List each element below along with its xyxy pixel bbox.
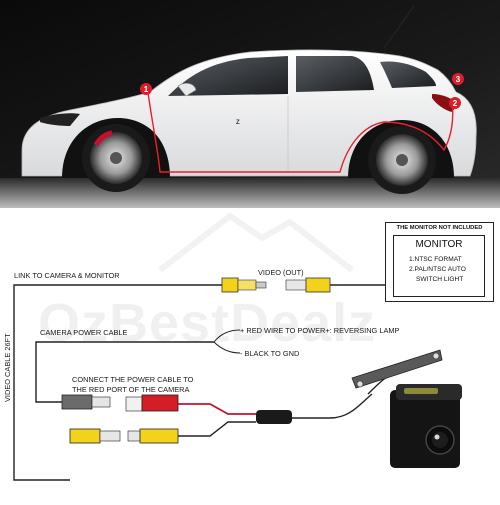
marker-3: 3 [452,73,464,85]
wiring-svg: LINK TO CAMERA & MONITOR VIDEO (OUT) CAM… [3,212,462,481]
inline-filter [256,410,292,424]
monitor-not-included-label: THE MONITOR NOT INCLUDED [396,225,483,231]
power-connector-red [125,394,179,412]
marker-1: 1 [140,83,152,95]
label-power-cable: CAMERA POWER CABLE [40,328,128,337]
label-video-cable: VIDEO CABLE 26FT [3,333,12,402]
car-photo: 1 2 3 Z [0,0,500,208]
wiring-diagram: LINK TO CAMERA & MONITOR VIDEO (OUT) CAM… [0,208,500,500]
label-connect-2: THE RED PORT OF THE CAMERA [72,385,190,394]
watermark: OzBestDealz [38,293,377,353]
svg-text:1: 1 [144,85,149,94]
label-red-wire: + RED WIRE TO POWER+: REVERSING LAMP [240,326,400,335]
monitor-spec-2: 2.PAL/NTSC AUTO [409,266,466,273]
label-black-wire: - BLACK TO GND [240,349,299,358]
power-connector-grey [61,394,111,410]
label-connect-1: CONNECT THE POWER CABLE TO [72,375,194,384]
marker-2: 2 [449,97,461,109]
monitor-box: THE MONITOR NOT INCLUDED MONITOR 1.NTSC … [385,222,494,302]
monitor-screen: MONITOR 1.NTSC FORMAT 2.PAL/NTSC AUTO SW… [393,235,485,297]
video-connector-top [221,277,331,293]
svg-text:3: 3 [456,75,461,84]
monitor-spec-3: SWITCH LIGHT [416,276,464,283]
video-connector-bottom [69,428,179,444]
label-video-out: VIDEO (OUT) [258,268,304,277]
monitor-title: MONITOR [415,239,463,250]
camera-icon [351,349,462,468]
svg-text:2: 2 [453,99,458,108]
monitor-spec-1: 1.NTSC FORMAT [409,256,462,263]
label-link: LINK TO CAMERA & MONITOR [14,271,120,280]
car-badge: Z [236,120,240,126]
car-illustration: 1 2 3 Z [0,0,500,208]
